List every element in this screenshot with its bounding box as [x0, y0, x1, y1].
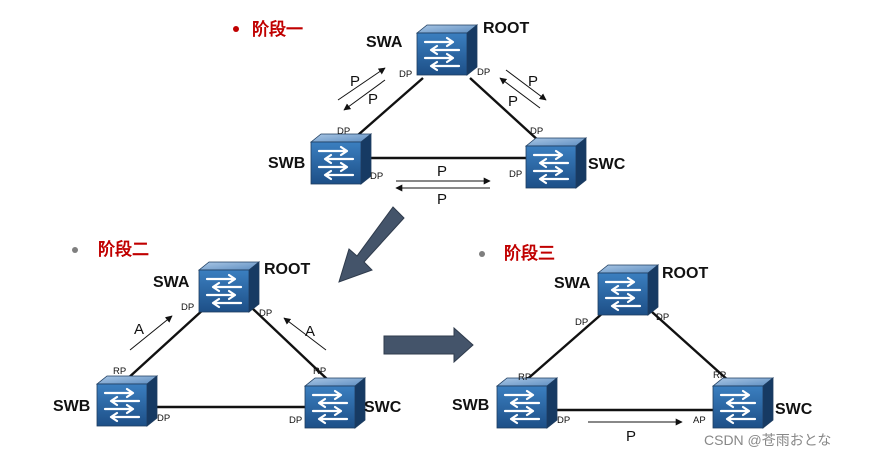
stage-2-msg-right: A [305, 323, 315, 340]
stage-2-port-swa-left: DP [181, 302, 194, 313]
flow-arrow [338, 206, 405, 283]
switch-icon [711, 376, 775, 430]
watermark: CSDN @苍雨おとな [704, 432, 831, 448]
stage-1-msg-right-back: P [508, 93, 518, 110]
stage-3-title: 阶段三 [504, 243, 555, 264]
stage-3-port-swb-up: RP [518, 372, 531, 383]
stage-3-link-swa-swc [651, 311, 731, 383]
stage-1-port-swc-left: DP [509, 169, 522, 180]
stage-3-msg-bottom: P [626, 428, 636, 445]
stage-2-link-swa-swb [125, 307, 206, 381]
stage-2-swa-label: SWA [153, 274, 190, 291]
switch-icon [309, 132, 373, 186]
stage-3-port-swa-right: DP [656, 312, 669, 323]
switch-icon [495, 376, 559, 430]
stage-1-link-swa-swb [349, 77, 424, 143]
stage-2: 阶段二 SWA ROOT SWB SWC DP DP RP DP RP DP A… [53, 239, 402, 430]
stage-3-root-label: ROOT [662, 265, 708, 282]
stage-3-port-swc-left: AP [693, 415, 706, 426]
stage-2-msg-arrow-left [129, 315, 173, 351]
stage-2-port-swb-up: RP [113, 366, 126, 377]
stage-1-port-swc-up: DP [530, 126, 543, 137]
stage-1-msg-left-out: P [350, 73, 360, 90]
stage-2-link-swa-swc [251, 307, 329, 381]
switch-icon [524, 136, 588, 190]
stage-1-swc-label: SWC [588, 156, 626, 173]
stage-3-port-swc-up: RP [713, 370, 726, 381]
stage-1: 阶段一 SWA ROOT SWB SWC DP DP DP DP DP DP P… [233, 19, 626, 208]
stage-2-swc-label: SWC [364, 399, 402, 416]
switch-icon [95, 374, 159, 428]
stage-1-msg-bottom-back: P [437, 191, 447, 208]
stage-2-msg-left: A [134, 321, 144, 338]
switch-icon [197, 260, 261, 314]
stage-3-port-swa-left: DP [575, 317, 588, 328]
stage-1-bullet [233, 26, 239, 32]
stage-2-root-label: ROOT [264, 261, 310, 278]
stage-3-swc-label: SWC [775, 401, 813, 418]
stage-2-bullet [72, 247, 78, 253]
stage-1-link-swa-swc [469, 77, 541, 143]
stage-2-port-swc-left: DP [289, 415, 302, 426]
stage-2-msg-arrow-right [283, 317, 327, 351]
stage-1-port-swa-left: DP [399, 69, 412, 80]
stage-2-title: 阶段二 [98, 239, 149, 260]
stage-3-swa-label: SWA [554, 275, 591, 292]
stage-1-msg-arrow-left-back [343, 79, 386, 111]
stage-1-port-swb-up: DP [337, 126, 350, 137]
flow-arrow [383, 326, 474, 364]
stage-3: 阶段三 SWA ROOT SWB SWC DP DP RP DP RP AP P [452, 243, 813, 445]
stage-1-root-label: ROOT [483, 20, 529, 37]
stage-1-msg-left-back: P [368, 91, 378, 108]
switch-icon [303, 376, 367, 430]
stage-1-swa-label: SWA [366, 34, 403, 51]
stage-1-msg-arrow-right-back [499, 77, 541, 109]
stage-2-swb-label: SWB [53, 398, 90, 415]
stage-2-port-swb-right: DP [157, 413, 170, 424]
stage-3-port-swb-right: DP [557, 415, 570, 426]
stage-2-port-swc-up: RP [313, 366, 326, 377]
stage-1-port-swa-right: DP [477, 67, 490, 78]
switch-icon [415, 23, 479, 77]
stage-1-swb-label: SWB [268, 155, 305, 172]
stage-1-port-swb-right: DP [370, 171, 383, 182]
stage-3-link-swa-swb [523, 311, 605, 383]
stage-1-msg-arrow-right-out [505, 69, 547, 101]
stage-1-msg-arrow-left-out [337, 67, 386, 101]
stage-2-port-swa-right: DP [259, 308, 272, 319]
stage-1-msg-right-out: P [528, 73, 538, 90]
stage-1-title: 阶段一 [252, 19, 303, 40]
switch-icon [596, 263, 660, 317]
stage-1-msg-bottom-out: P [437, 163, 447, 180]
stage-3-swb-label: SWB [452, 397, 489, 414]
stage-3-bullet [479, 251, 485, 257]
